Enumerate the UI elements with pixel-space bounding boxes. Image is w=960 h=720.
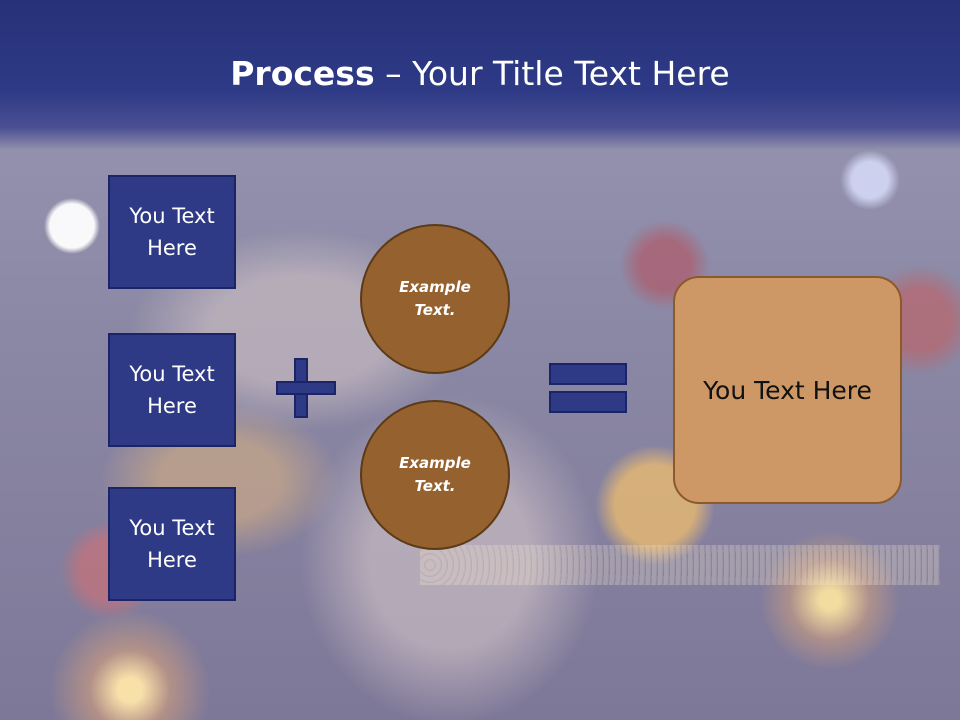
input-box-3: You Text Here bbox=[108, 487, 236, 601]
title-separator: – bbox=[385, 54, 402, 93]
title-band bbox=[0, 0, 960, 150]
result-box: You Text Here bbox=[673, 276, 902, 504]
plus-icon-horizontal bbox=[276, 381, 336, 395]
input-box-1: You Text Here bbox=[108, 175, 236, 289]
title-rest: Your Title Text Here bbox=[412, 54, 730, 93]
background-beads bbox=[420, 545, 940, 585]
input-box-label: You Text Here bbox=[129, 516, 215, 572]
example-circle-1: Example Text. bbox=[360, 224, 510, 374]
input-box-label: You Text Here bbox=[129, 204, 215, 260]
example-circle-label: Example Text. bbox=[399, 278, 471, 319]
input-box-2: You Text Here bbox=[108, 333, 236, 447]
input-box-label: You Text Here bbox=[129, 362, 215, 418]
plus-icon-center bbox=[296, 383, 306, 393]
example-circle-label: Example Text. bbox=[399, 454, 471, 495]
result-box-label: You Text Here bbox=[703, 375, 872, 405]
example-circle-2: Example Text. bbox=[360, 400, 510, 550]
slide-title: Process – Your Title Text Here bbox=[0, 50, 960, 98]
equals-icon-top-bar bbox=[549, 363, 627, 385]
equals-icon-bottom-bar bbox=[549, 391, 627, 413]
title-bold: Process bbox=[230, 54, 375, 93]
